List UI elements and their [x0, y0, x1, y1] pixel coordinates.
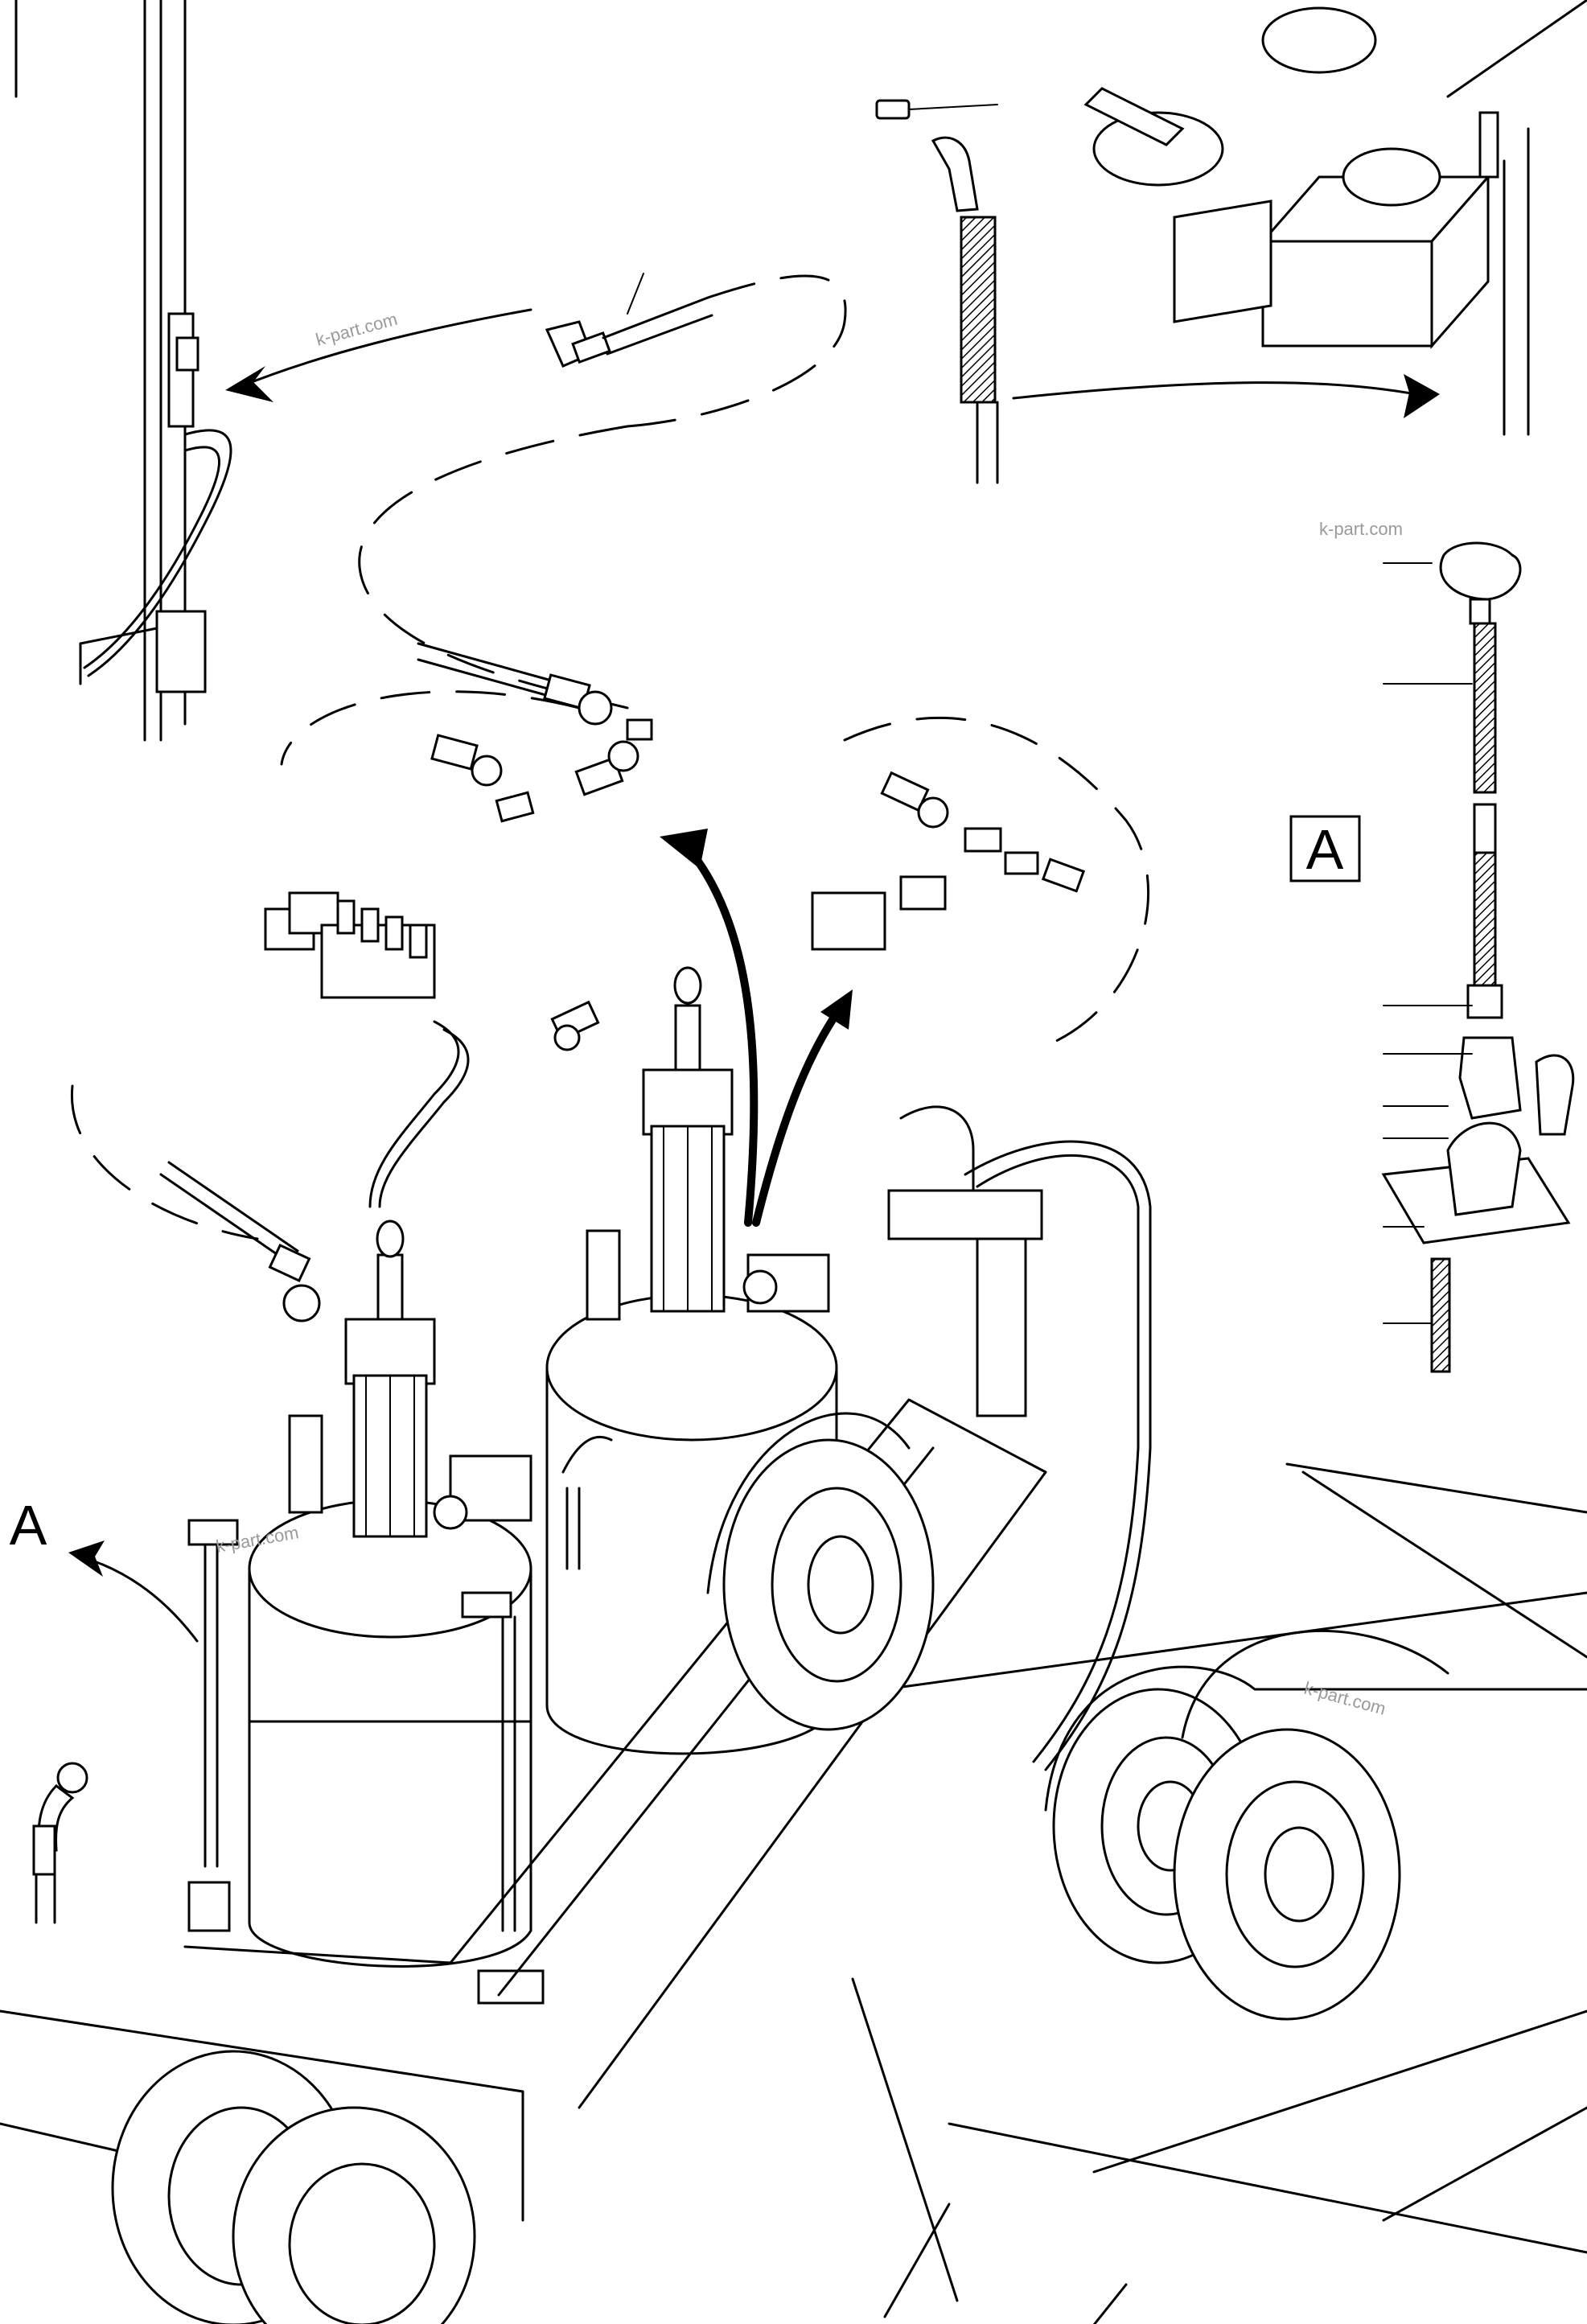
lower-left-pulleys: [111, 2050, 476, 2324]
right-tank-assembly: [545, 966, 838, 1755]
upper-left-frame-detail: [14, 0, 232, 742]
watermark-2: k-part.com: [1319, 519, 1403, 539]
upper-right-valve-block: [1083, 0, 1587, 436]
level-gauge-rods: [187, 1519, 545, 2005]
detail-a-threaded-rod: [1381, 541, 1575, 1373]
detail-a-letter: A: [1306, 818, 1344, 881]
tank-return-hoses: [561, 1105, 1152, 1771]
watermark-4: k-part.com: [1302, 1678, 1388, 1719]
lower-right-pulleys: [1044, 1630, 1587, 2021]
center-detail-arrows: [660, 829, 853, 1227]
left-hose-run: [70, 1084, 321, 1322]
solenoid-valve-manifold: [264, 891, 470, 1208]
upper-center-hose-elbow: [358, 273, 847, 710]
left-a-pointer: A: [10, 1494, 199, 1643]
upper-pulley: [706, 1412, 935, 1731]
left-tank-assembly: [248, 1220, 532, 1968]
watermark-1: k-part.com: [314, 309, 400, 350]
left-detail-arrow: [225, 308, 532, 402]
middle-fittings-group: [280, 642, 1150, 1051]
view-a-pointer-letter: A: [10, 1494, 47, 1557]
detail-a-callout-box: A: [1289, 815, 1361, 882]
upper-right-hose-assembly: [875, 99, 1440, 484]
bottom-left-elbow: [32, 1762, 88, 1924]
